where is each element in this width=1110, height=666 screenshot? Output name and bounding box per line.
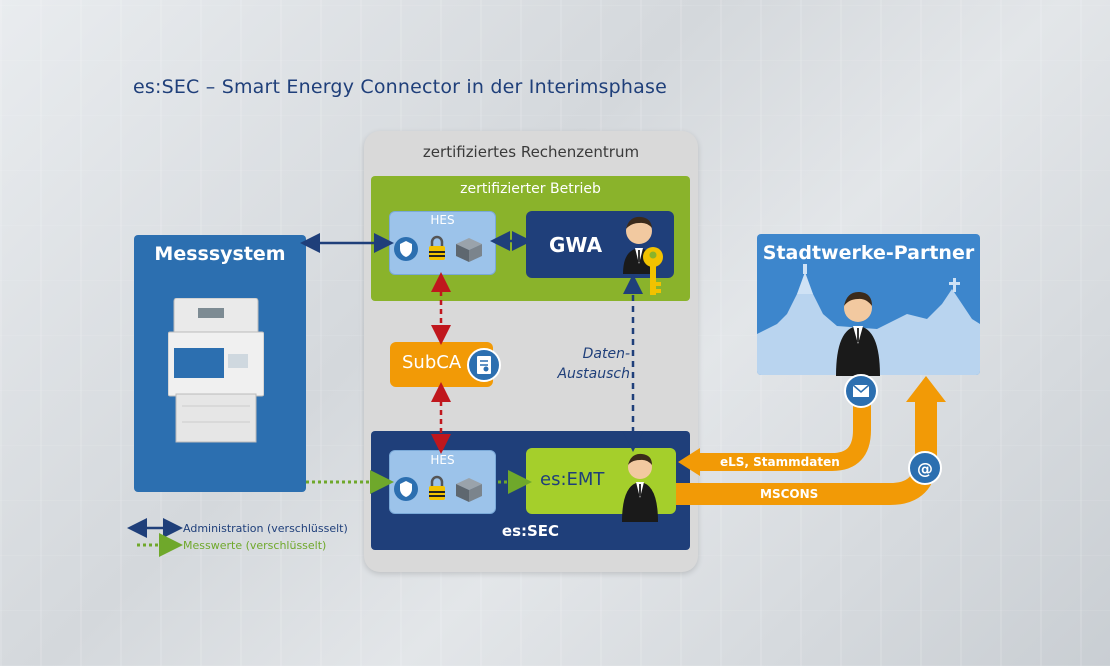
at-icon: @: [908, 451, 942, 485]
betrieb-label: zertifizierter Betrieb: [460, 181, 601, 197]
mscons-arrowhead: [906, 376, 946, 402]
envelope-icon: [844, 374, 878, 408]
legend: Administration (verschlüsselt) Messwerte…: [135, 520, 348, 554]
key-icon: [643, 247, 663, 295]
businessman-icon: [623, 216, 655, 274]
messsystem-label: Messsystem: [154, 243, 286, 265]
essec-label: es:SEC: [501, 522, 560, 540]
legend-administration: Administration (verschlüsselt): [183, 522, 348, 535]
shield-icon: [394, 477, 418, 501]
els-label: eLS, Stammdaten: [720, 455, 840, 469]
server-icon: [456, 478, 482, 502]
certificate-icon: [467, 348, 501, 382]
page-title: es:SEC – Smart Energy Connector in der I…: [133, 76, 667, 98]
els-arrowhead: [678, 448, 700, 476]
businessman-icon: [622, 453, 658, 522]
shield-icon: [394, 237, 418, 261]
gwa-label: GWA: [549, 233, 603, 257]
mscons-flow: [676, 400, 937, 505]
subca-label: SubCA: [402, 352, 462, 373]
mscons-label: MSCONS: [760, 487, 819, 501]
hes-label-top: HES: [430, 213, 455, 227]
hes-label-bottom: HES: [430, 453, 455, 467]
smart-meter-icon: [168, 298, 264, 443]
els-flow: [700, 378, 871, 471]
rechenzentrum-label: zertifiziertes Rechenzentrum: [422, 143, 640, 161]
legend-messwerte: Messwerte (verschlüsselt): [183, 539, 327, 552]
emt-label: es:EMT: [540, 469, 605, 490]
lock-icon: [429, 235, 445, 260]
businessman-icon: [836, 291, 880, 376]
lock-icon: [429, 475, 445, 500]
city-skyline-icon: [757, 264, 980, 375]
stadtwerke-label: Stadtwerke-Partner: [762, 242, 975, 264]
daten-austausch-label: Daten- Austausch: [557, 346, 630, 382]
server-icon: [456, 238, 482, 262]
